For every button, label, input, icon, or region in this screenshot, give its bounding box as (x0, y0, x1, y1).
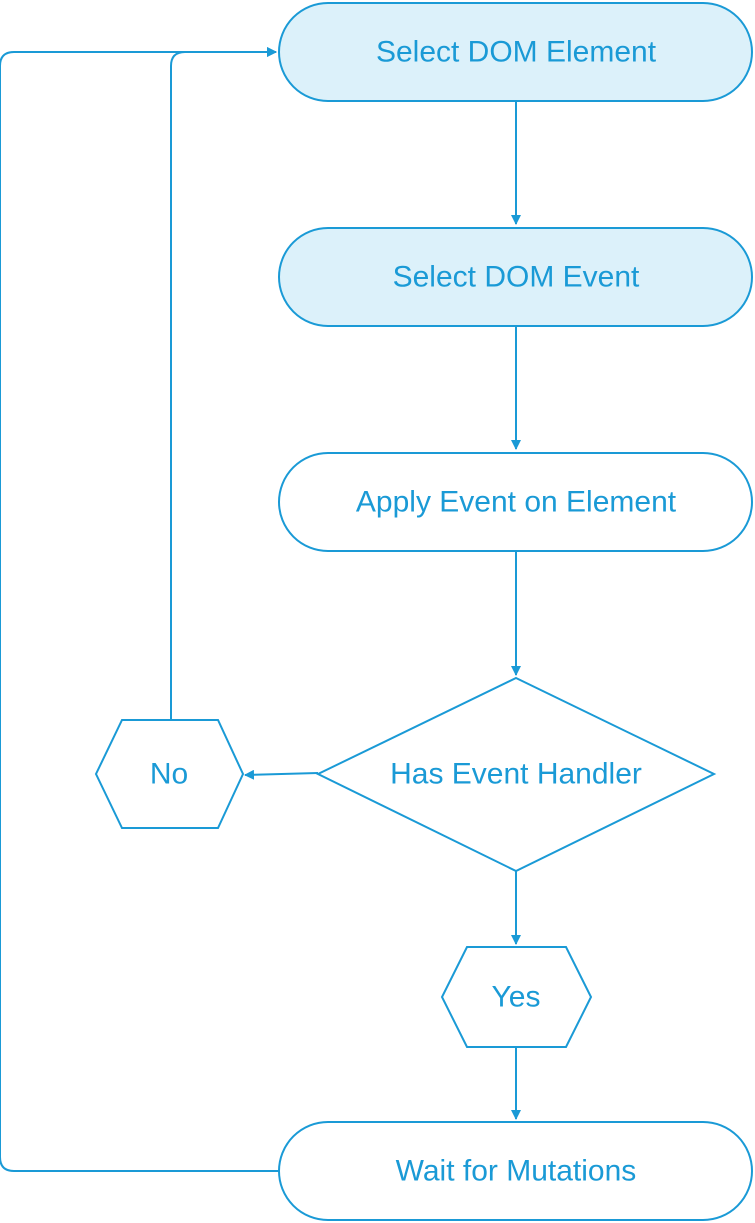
node-yes[interactable]: Yes (440, 946, 593, 1048)
node-has-event-handler[interactable]: Has Event Handler (315, 676, 717, 873)
node-apply-event[interactable]: Apply Event on Element (278, 452, 753, 552)
wait-for-mutations-shape (278, 1121, 753, 1221)
select-dom-element-shape (278, 2, 753, 102)
yes-hexagon (440, 946, 593, 1048)
edge-wait-loop-to-select-element (0, 47, 279, 1172)
node-select-dom-element[interactable]: Select DOM Element (278, 2, 753, 102)
edges (0, 47, 521, 1172)
has-event-handler-diamond (315, 676, 717, 873)
node-wait-for-mutations[interactable]: Wait for Mutations (278, 1121, 753, 1221)
edge-no-loop-to-select-element (170, 47, 277, 719)
yes-label: Yes (492, 981, 541, 1014)
node-select-dom-event[interactable]: Select DOM Event (278, 227, 753, 327)
no-hexagon (94, 719, 245, 829)
select-dom-element-label: Select DOM Element (376, 36, 657, 69)
wait-for-mutations-label: Wait for Mutations (396, 1155, 637, 1188)
select-dom-event-label: Select DOM Event (393, 261, 640, 294)
no-label: No (150, 758, 188, 791)
edge-decision-to-no (244, 769, 319, 780)
has-event-handler-label: Has Event Handler (390, 758, 642, 791)
select-dom-event-shape (278, 227, 753, 327)
apply-event-shape (278, 452, 753, 552)
apply-event-label: Apply Event on Element (356, 486, 677, 519)
node-no[interactable]: No (94, 719, 245, 829)
